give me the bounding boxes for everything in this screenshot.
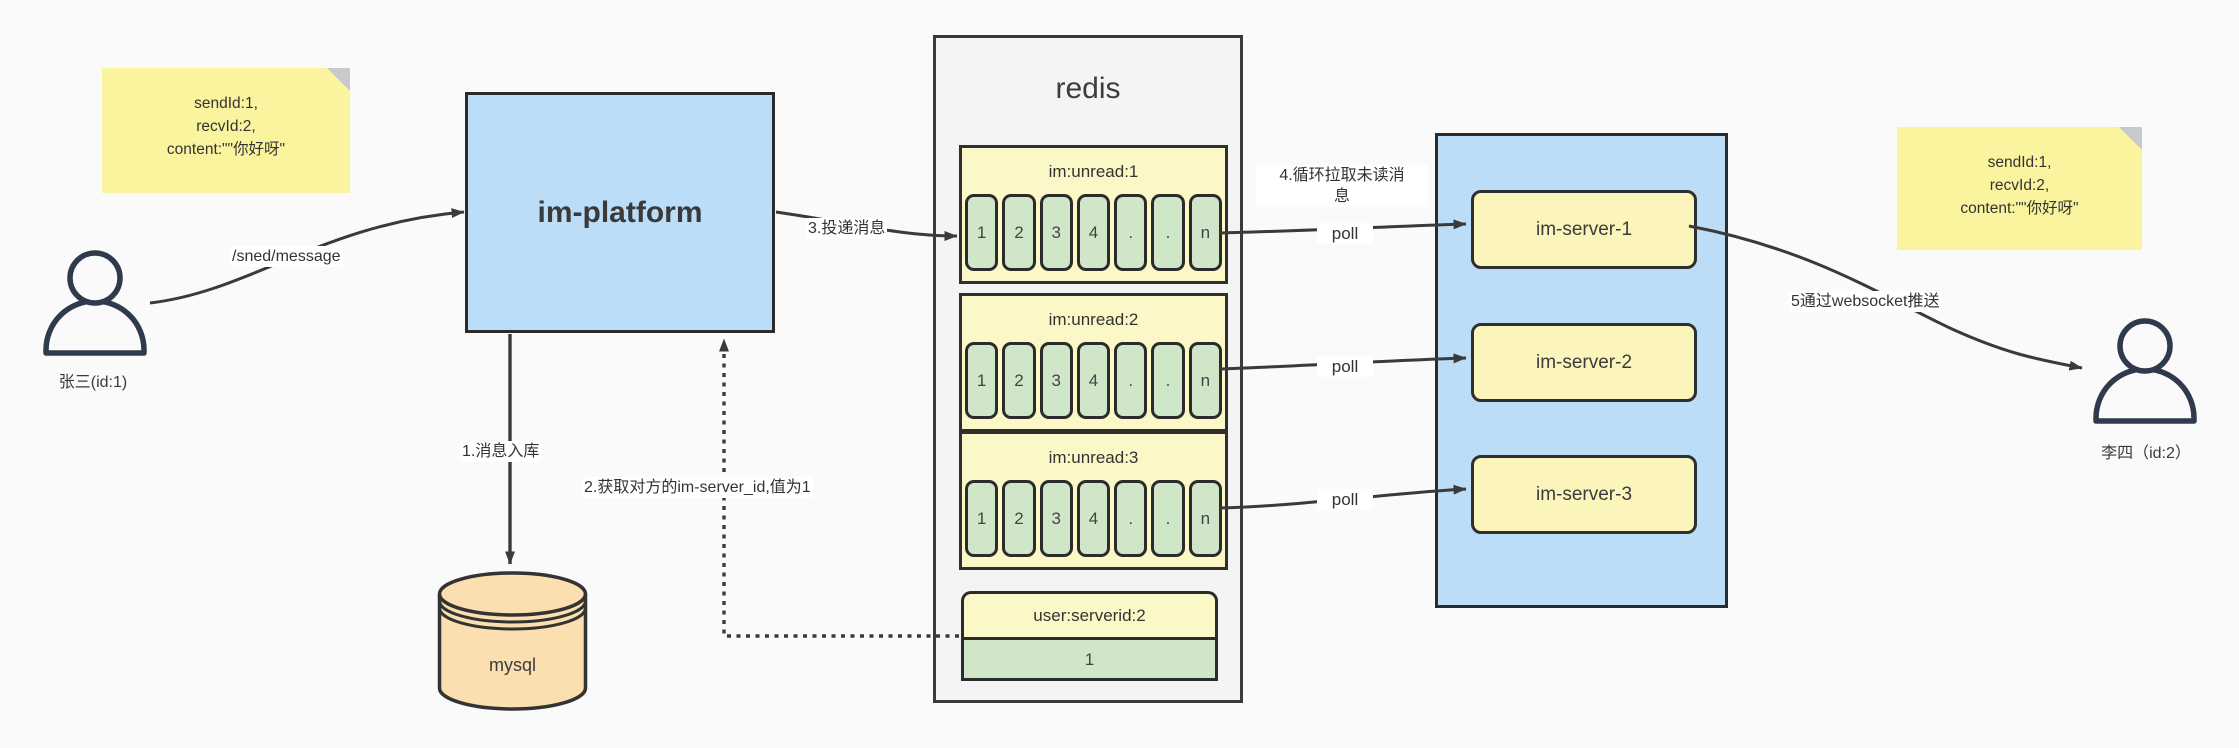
sticky-note-left-text: sendId:1, recvId:2, content:""你好呀" (166, 95, 286, 158)
kv-user-serverid: user:serverid:2 1 (961, 591, 1218, 681)
queue-cell: . (1114, 480, 1148, 557)
edge-label-step4: 4.循环拉取未读消 息 (1256, 165, 1428, 207)
redis-container: redis im:unread:1 1 2 3 4 . . n im:unrea… (933, 35, 1243, 703)
im-server-1-label: im-server-1 (1535, 218, 1633, 240)
im-server-3-node: im-server-3 (1471, 455, 1697, 534)
queue-cell: 4 (1076, 480, 1111, 557)
im-server-1-node: im-server-1 (1471, 190, 1697, 269)
queue-cell: 4 (1076, 342, 1111, 419)
edge-label-poll-1: poll (1317, 223, 1373, 244)
database-cylinder-icon (437, 571, 588, 711)
sticky-note-left: sendId:1, recvId:2, content:""你好呀" (102, 68, 350, 193)
edge-label-step3: 3.投递消息 (806, 218, 888, 239)
queue-cell: . (1151, 480, 1185, 557)
actor-right-label: 李四（id:2） (2101, 445, 2191, 462)
queue-3-title: im:unread:3 (1048, 448, 1139, 467)
redis-title: redis (1055, 72, 1121, 105)
im-server-group: im-server-1 im-server-2 im-server-3 (1435, 133, 1728, 608)
edge-label-poll-3: poll (1317, 489, 1373, 510)
queue-cell: . (1114, 194, 1148, 271)
queue-im-unread-3: im:unread:3 1 2 3 4 . . n (959, 431, 1228, 570)
edge-label-poll-2: poll (1317, 356, 1373, 377)
queue-cell: 3 (1039, 194, 1073, 271)
edge-label-step2: 2.获取对方的im-server_id,值为1 (582, 477, 813, 498)
edge-label-step1: 1.消息入库 (460, 441, 542, 462)
sticky-note-right: sendId:1, recvId:2, content:""你好呀" (1897, 127, 2142, 250)
queue-cell: 2 (1002, 194, 1036, 271)
user-icon-right (2093, 318, 2197, 424)
queue-cell: 4 (1076, 194, 1111, 271)
queue-1-cells: 1 2 3 4 . . n (962, 194, 1225, 275)
queue-cell: 2 (1002, 342, 1036, 419)
queue-cell: . (1151, 342, 1185, 419)
queue-2-title: im:unread:2 (1048, 310, 1139, 329)
queue-cell: 1 (965, 194, 999, 271)
queue-cell: 1 (965, 342, 999, 419)
queue-cell: 3 (1039, 480, 1073, 557)
actor-left-label: 张三(id:1) (58, 374, 128, 391)
im-platform-label: im-platform (537, 195, 703, 229)
queue-cell: n (1188, 480, 1222, 557)
im-server-3-label: im-server-3 (1535, 483, 1633, 505)
queue-im-unread-2: im:unread:2 1 2 3 4 . . n (959, 293, 1228, 432)
queue-cell: . (1151, 194, 1185, 271)
edge-label-step5: 5通过websocket推送 (1789, 291, 1942, 312)
queue-cell: n (1188, 342, 1222, 419)
queue-cell: 3 (1039, 342, 1073, 419)
queue-cell: 1 (965, 480, 999, 557)
queue-3-cells: 1 2 3 4 . . n (962, 480, 1225, 561)
sticky-note-right-text: sendId:1, recvId:2, content:""你好呀" (1960, 154, 2079, 217)
mysql-database-node: mysql (437, 570, 588, 712)
queue-cell: 2 (1002, 480, 1036, 557)
kv-value: 1 (961, 637, 1218, 681)
im-server-2-label: im-server-2 (1535, 351, 1633, 373)
edge-label-send-message: /sned/message (230, 246, 343, 267)
queue-im-unread-1: im:unread:1 1 2 3 4 . . n (959, 145, 1228, 284)
im-platform-node: im-platform (465, 92, 775, 333)
im-server-2-node: im-server-2 (1471, 323, 1697, 402)
queue-2-cells: 1 2 3 4 . . n (962, 342, 1225, 423)
queue-cell: . (1114, 342, 1148, 419)
kv-title: user:serverid:2 (961, 591, 1218, 637)
queue-1-title: im:unread:1 (1048, 162, 1139, 181)
mysql-label: mysql (488, 655, 536, 675)
queue-cell: n (1188, 194, 1222, 271)
user-icon-left (43, 250, 147, 356)
